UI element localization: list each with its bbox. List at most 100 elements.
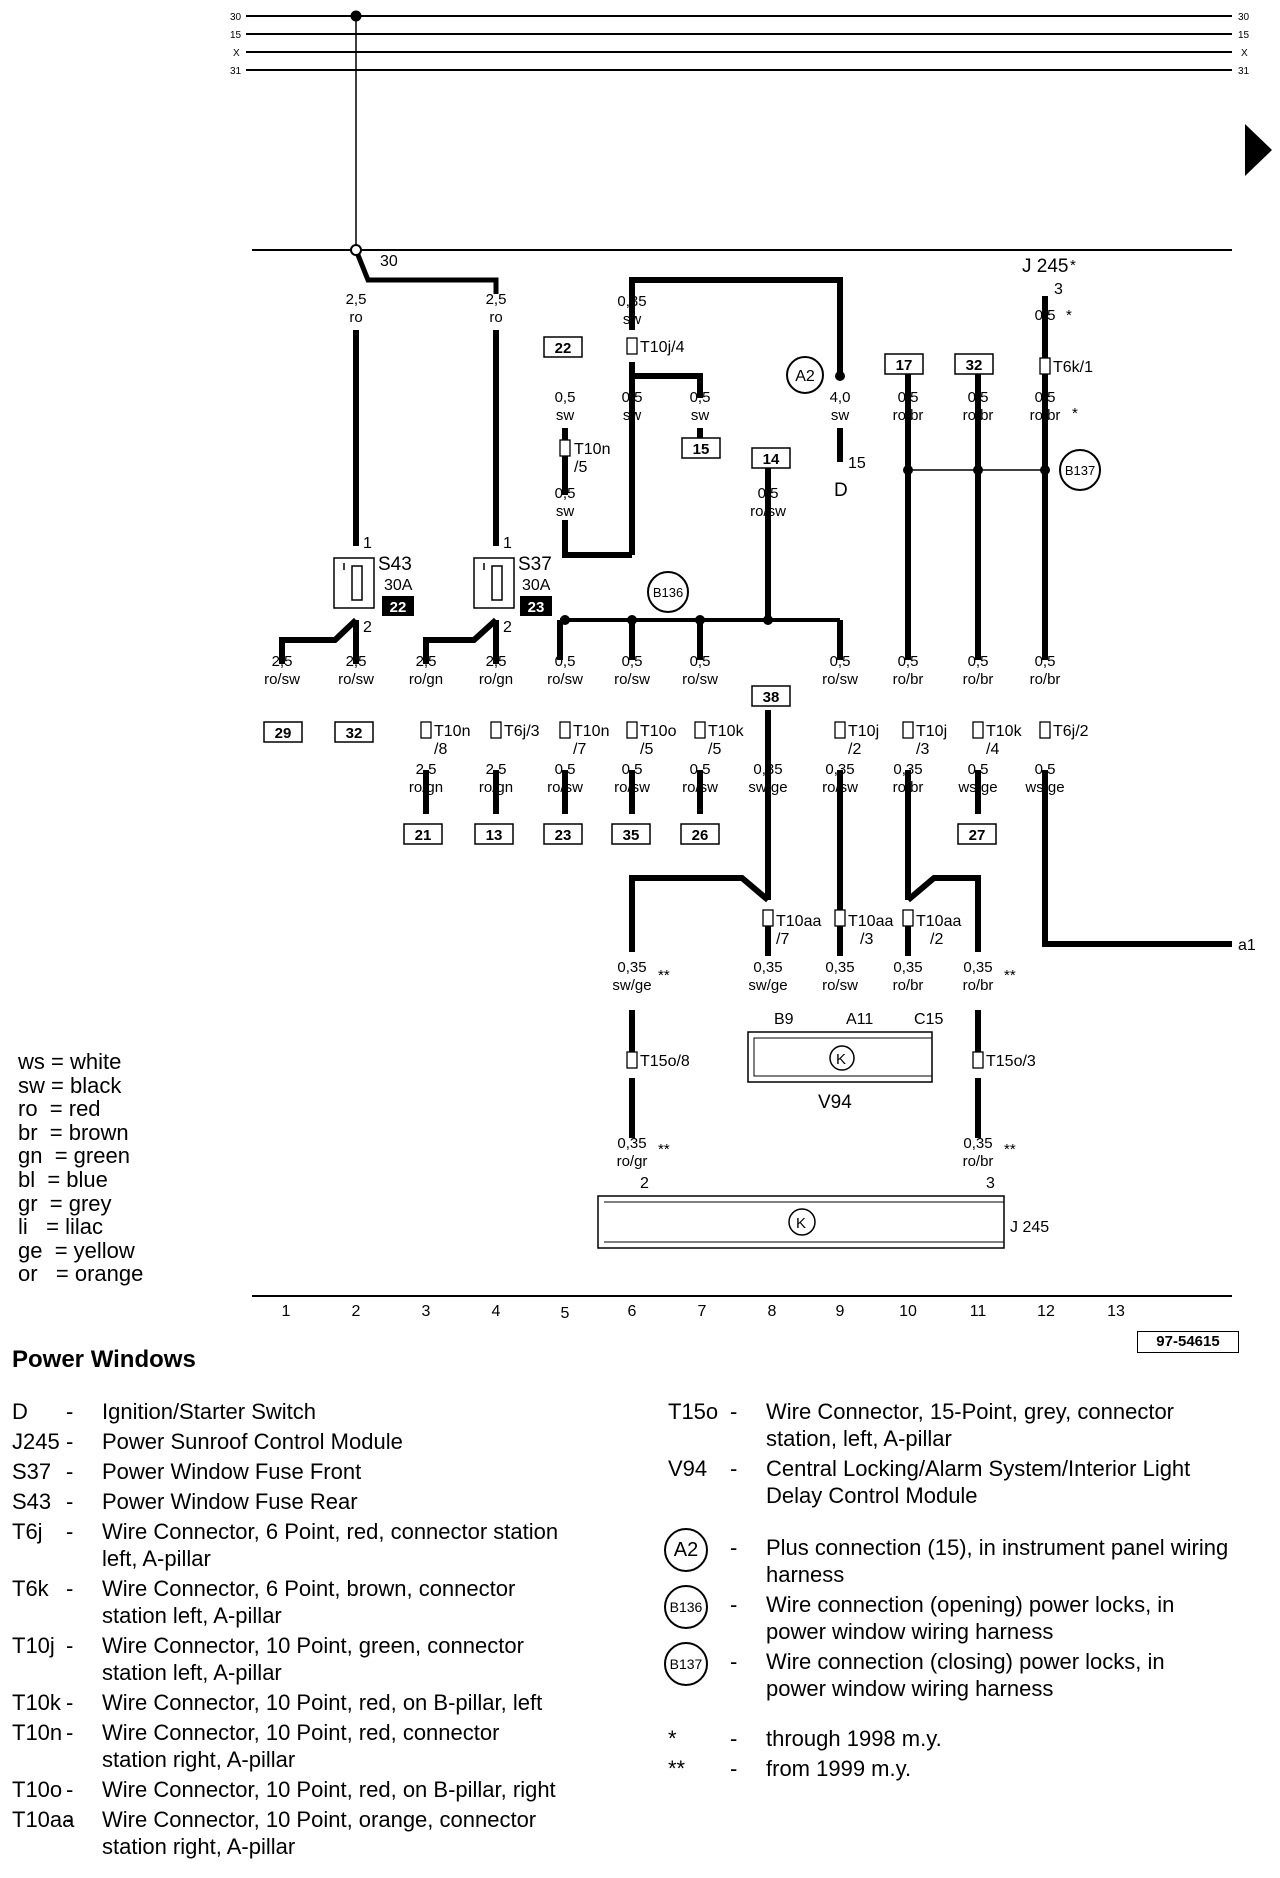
wire-size: 0,35 [963, 959, 992, 976]
legend-code: T10aa [12, 1807, 75, 1832]
wire-color: ro/sw [822, 977, 858, 994]
connector-symbols [420, 337, 1051, 1069]
legend-code: T10o [12, 1777, 63, 1802]
wire-size: 0,35 [963, 1135, 992, 1152]
legend-entry: T10j-Wire Connector, 10 Point, green, co… [12, 1632, 632, 1686]
wire-size: 0,5 [690, 653, 711, 670]
pin-number: 2 [640, 1175, 649, 1192]
wire-color: ro/br [963, 1153, 994, 1170]
column-number: 12 [1037, 1303, 1055, 1320]
column-number: 3 [422, 1303, 431, 1320]
fuse-slot-23 [520, 596, 552, 616]
wire-size: 0,35 [617, 1135, 646, 1152]
legend-text: through 1998 m.y. [766, 1726, 942, 1751]
terminal-box-label: 27 [969, 827, 986, 844]
legend-text: from 1999 m.y. [766, 1756, 912, 1781]
fuse-slot-22 [382, 596, 414, 616]
legend-entry: T6k-Wire Connector, 6 Point, brown, conn… [12, 1575, 632, 1629]
legend-text: Wire Connector, 10 Point, red, on B-pill… [102, 1777, 556, 1802]
pin-number: 3 [1054, 281, 1063, 298]
ref-number: 97-54615 [1137, 1331, 1239, 1353]
wire-size: 0,5 [968, 761, 989, 778]
bus-label: 30 [1238, 12, 1250, 23]
component-legend-right: T15o-Wire Connector, 15-Point, grey, con… [664, 1398, 1268, 1785]
pin-number: 1 [363, 535, 372, 552]
wire-color: ro/gr [617, 1153, 648, 1170]
fuse-rating: 30A [384, 577, 413, 594]
column-number: 7 [698, 1303, 707, 1320]
connector-label: T6j/3 [504, 723, 540, 740]
wire-size: 2,5 [486, 761, 507, 778]
svg-text:K: K [836, 1051, 846, 1068]
ref-b137-label: B137 [1065, 463, 1095, 478]
connector-label: T10n [574, 441, 610, 458]
legend-color: gn = green [18, 1143, 130, 1169]
wire-size: 0,5 [1035, 389, 1056, 406]
wire-color: ro/sw [682, 779, 718, 796]
wire-color: sw/ge [748, 779, 787, 796]
wire-size: 0,5 [758, 485, 779, 502]
wire-size: 0,5 [555, 761, 576, 778]
wire-size: 0,5 [555, 485, 576, 502]
wire-color: ws/ge [1024, 779, 1064, 796]
outgoing-label: a1 [1238, 937, 1256, 954]
terminal-box-label: 26 [692, 827, 709, 844]
fuse-name-s37: S37 [518, 554, 552, 575]
wire-color: ro/sw [750, 503, 786, 520]
wire-size: 0,5 [898, 389, 919, 406]
bus-label: X [233, 48, 240, 59]
wire-color: ro/sw [338, 671, 374, 688]
connector-label: T10o [640, 723, 677, 740]
color-legend: ws = white sw = black ro = red br = brow… [18, 1050, 143, 1286]
legend-code: S43 [12, 1489, 52, 1514]
ref-circle-a2 [786, 356, 824, 394]
wire-color: sw [691, 407, 710, 424]
legend-dash: - [66, 1777, 74, 1802]
legend-code: * [668, 1726, 677, 1751]
legend-dash: - [730, 1726, 738, 1751]
legend-code: T10j [12, 1633, 55, 1658]
legend-color: ro = red [18, 1096, 101, 1122]
wire-size: 2,5 [486, 291, 507, 308]
fuse-slot-label: 23 [528, 599, 545, 616]
legend-color: sw = black [18, 1072, 122, 1098]
legend-dash: - [730, 1456, 738, 1481]
module-v94-label: V94 [818, 1092, 852, 1113]
connector-label: /2 [848, 741, 861, 758]
connector-label: T10aa [776, 913, 821, 930]
terminal-box-label: 22 [555, 340, 572, 357]
connector-label: T15o/3 [986, 1053, 1036, 1070]
page-title: Power Windows [12, 1346, 196, 1373]
column-number: 9 [836, 1303, 845, 1320]
wire-size: 0,5 [898, 653, 919, 670]
ignition-switch-label: D [834, 480, 848, 501]
bus-label: 31 [230, 66, 242, 77]
legend-color: ws = white [18, 1049, 122, 1074]
legend-text: Plus connection (15), in instrument pane… [766, 1535, 1229, 1587]
pin-number: 15 [848, 455, 866, 472]
wire-size: 4,0 [830, 389, 851, 406]
module-j245-top-label: J 245 [1022, 256, 1068, 277]
legend-entry: T10aa-Wire Connector, 10 Point, orange, … [12, 1806, 632, 1860]
note-asterisk: * [1070, 257, 1076, 274]
pin-number: 3 [986, 1175, 995, 1192]
legend-dash: - [66, 1429, 74, 1454]
legend-code: V94 [668, 1456, 708, 1481]
legend-code: B136 [664, 1585, 708, 1629]
wire-color: ro/gn [409, 671, 443, 688]
legend-entry: A2-Plus connection (15), in instrument p… [664, 1528, 1268, 1588]
legend-color: li = lilac [18, 1214, 103, 1240]
legend-entry: T10k-Wire Connector, 10 Point, red, on B… [12, 1689, 632, 1716]
column-number: 8 [768, 1303, 777, 1320]
legend-dash: - [730, 1756, 738, 1781]
bus-label: X [1241, 48, 1248, 59]
note-asterisk: ** [658, 967, 670, 984]
wire-size: 0,5 [622, 653, 643, 670]
wire-color: ro/sw [547, 779, 583, 796]
wire-color: ro/br [893, 977, 924, 994]
legend-entry: T6j-Wire Connector, 6 Point, red, connec… [12, 1518, 632, 1572]
legend-color: br = brown [18, 1119, 129, 1145]
pin-number: 1 [503, 535, 512, 552]
